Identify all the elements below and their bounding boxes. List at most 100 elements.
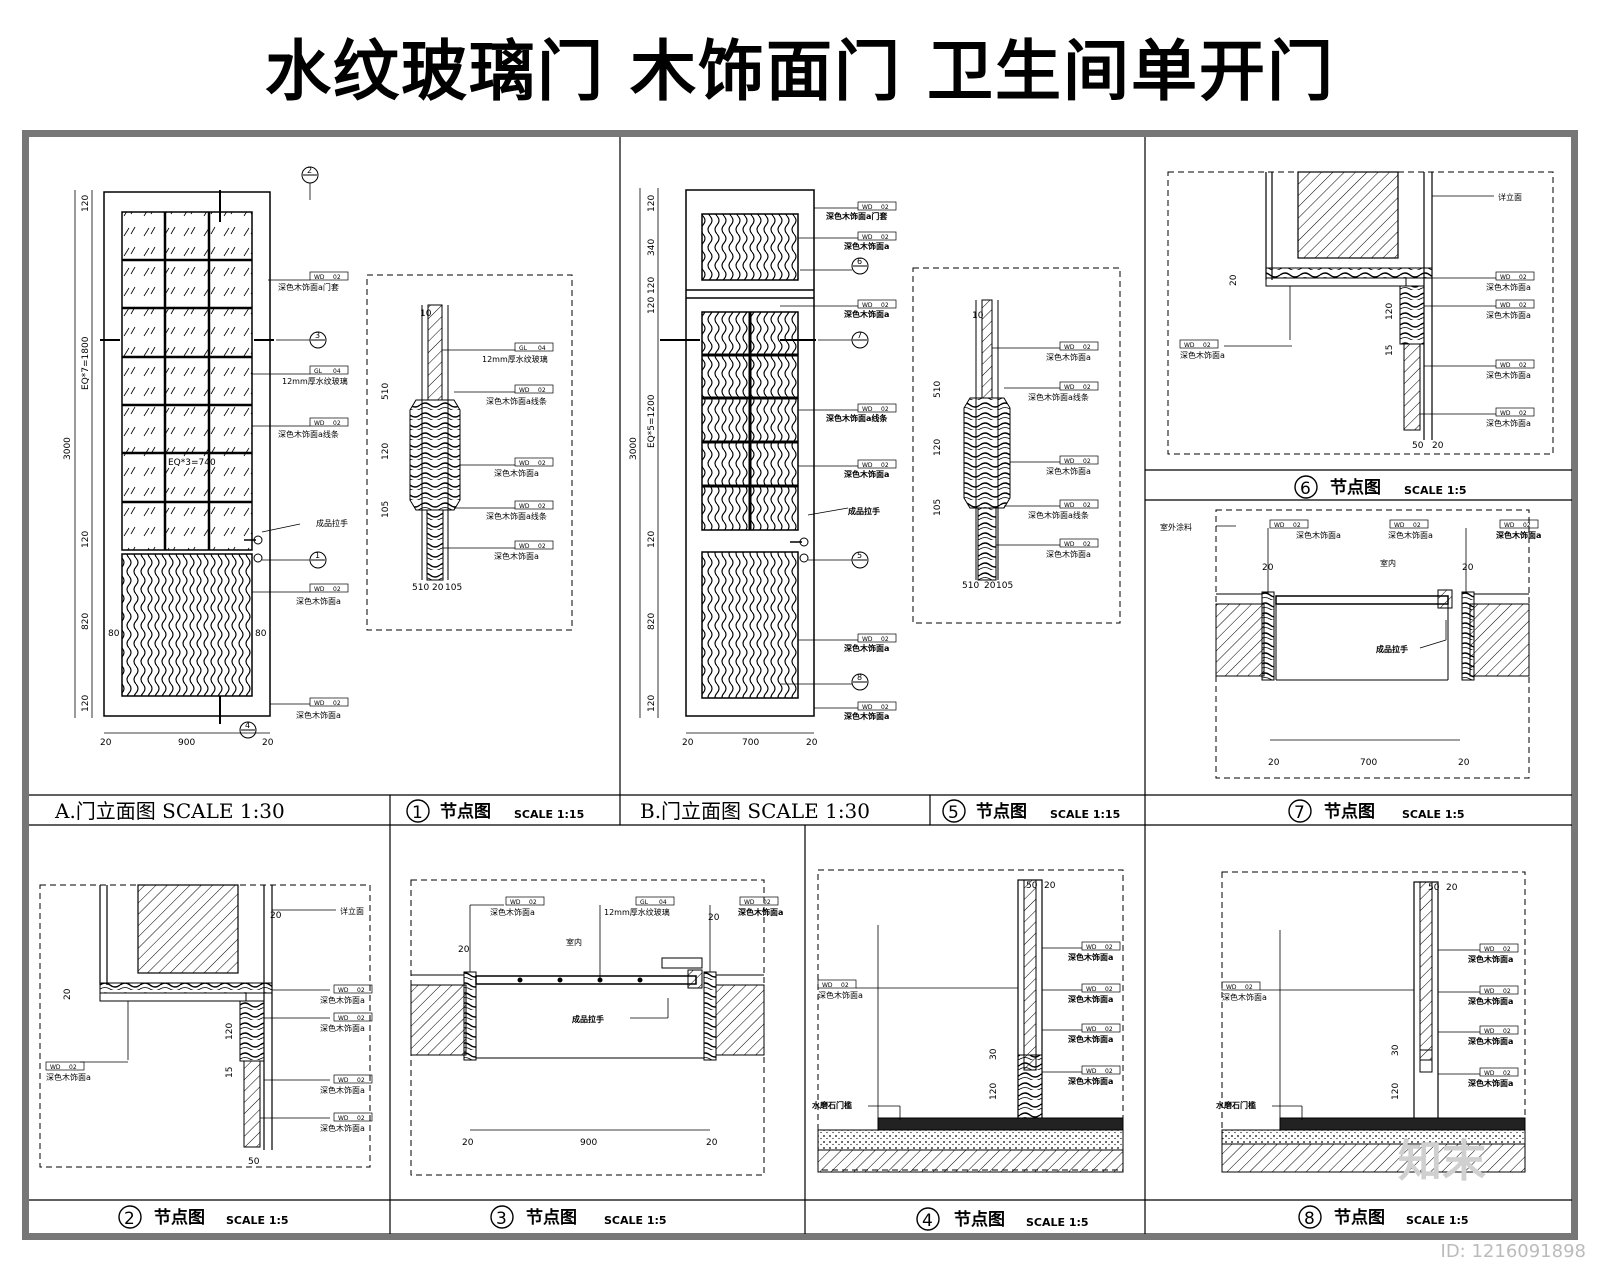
svg-text:105: 105 <box>933 499 943 516</box>
svg-text:02: 02 <box>529 899 537 906</box>
svg-text:深色木饰面a线条: 深色木饰面a线条 <box>486 396 547 406</box>
svg-text:20: 20 <box>1044 881 1056 891</box>
marker-7: 7 <box>818 331 869 349</box>
svg-text:深色木饰面a: 深色木饰面a <box>1296 530 1341 540</box>
svg-text:120: 120 <box>81 195 91 212</box>
brand-logo: 知末 <box>1398 1136 1486 1187</box>
svg-text:节点图: 节点图 <box>1330 477 1381 498</box>
svg-text:SCALE 1:5: SCALE 1:5 <box>1026 1216 1089 1229</box>
svg-text:02: 02 <box>1245 984 1253 991</box>
svg-text:WD: WD <box>1500 362 1511 369</box>
svg-text:WD: WD <box>1184 342 1195 349</box>
svg-text:深色木饰面a: 深色木饰面a <box>1486 370 1531 380</box>
svg-text:2: 2 <box>307 166 312 175</box>
svg-text:02: 02 <box>881 462 889 469</box>
svg-text:深色木饰面a: 深色木饰面a <box>1222 992 1267 1002</box>
svg-text:20: 20 <box>432 583 444 593</box>
svg-text:深色木饰面a: 深色木饰面a <box>844 469 889 479</box>
svg-text:820: 820 <box>647 613 657 630</box>
svg-text:WD: WD <box>862 462 873 469</box>
svg-text:20: 20 <box>1268 758 1280 768</box>
svg-text:02: 02 <box>333 420 341 427</box>
svg-text:12mm厚水纹玻璃: 12mm厚水纹玻璃 <box>282 376 348 386</box>
svg-text:深色木饰面a线条: 深色木饰面a线条 <box>1028 392 1089 402</box>
svg-text:WD: WD <box>519 503 530 510</box>
svg-text:7: 7 <box>1294 803 1305 823</box>
svg-text:30: 30 <box>989 1048 999 1060</box>
svg-text:WD: WD <box>50 1064 61 1071</box>
svg-text:6: 6 <box>857 257 862 266</box>
svg-text:20: 20 <box>1229 274 1239 286</box>
svg-text:SCALE 1:5: SCALE 1:5 <box>226 1214 289 1227</box>
svg-text:WD: WD <box>1064 502 1075 509</box>
svg-text:详立面: 详立面 <box>1498 192 1522 202</box>
svg-text:50: 50 <box>1026 881 1038 891</box>
svg-text:20: 20 <box>682 738 694 748</box>
svg-text:02: 02 <box>357 1077 365 1084</box>
svg-text:80: 80 <box>108 629 120 639</box>
svg-text:WD: WD <box>1394 522 1405 529</box>
svg-text:3: 3 <box>496 1209 507 1229</box>
svg-text:节点图: 节点图 <box>440 801 491 822</box>
svg-text:成品拉手: 成品拉手 <box>848 506 880 516</box>
svg-text:120: 120 <box>81 695 91 712</box>
svg-text:4: 4 <box>922 1211 933 1231</box>
svg-text:深色木饰面a: 深色木饰面a <box>844 241 889 251</box>
svg-text:深色木饰面a: 深色木饰面a <box>1388 530 1433 540</box>
svg-text:WD: WD <box>1484 1028 1495 1035</box>
svg-text:WD: WD <box>1086 1026 1097 1033</box>
svg-text:SCALE 1:5: SCALE 1:5 <box>1402 808 1465 821</box>
svg-text:02: 02 <box>1523 522 1531 529</box>
svg-text:深色木饰面a: 深色木饰面a <box>1068 994 1113 1004</box>
svg-text:GL: GL <box>314 368 323 375</box>
svg-text:室外涂料: 室外涂料 <box>1160 522 1192 532</box>
svg-text:10: 10 <box>420 309 432 319</box>
svg-text:1: 1 <box>315 551 320 560</box>
svg-text:深色木饰面a线条: 深色木饰面a线条 <box>278 429 339 439</box>
svg-text:深色木饰面a: 深色木饰面a <box>844 643 889 653</box>
caption-n1: 1 节点图 SCALE 1:15 <box>406 799 584 823</box>
svg-text:3: 3 <box>315 331 320 340</box>
svg-text:120: 120 <box>989 1083 999 1100</box>
svg-text:WD: WD <box>1086 944 1097 951</box>
svg-text:02: 02 <box>881 406 889 413</box>
svg-text:700: 700 <box>742 738 759 748</box>
svg-text:02: 02 <box>333 700 341 707</box>
svg-text:节点图: 节点图 <box>1324 801 1375 822</box>
svg-text:12mm厚水纹玻璃: 12mm厚水纹玻璃 <box>604 907 670 917</box>
svg-text:WD: WD <box>862 636 873 643</box>
svg-text:15: 15 <box>1385 345 1395 356</box>
door-b-elevation: 3000 120 340 120 120 EQ*5=1200 120 820 1… <box>629 188 818 748</box>
svg-text:30: 30 <box>1391 1044 1401 1056</box>
svg-text:室内: 室内 <box>566 937 582 947</box>
svg-text:120: 120 <box>647 695 657 712</box>
svg-text:02: 02 <box>763 899 771 906</box>
svg-text:深色木饰面a: 深色木饰面a <box>1068 1076 1113 1086</box>
svg-text:50: 50 <box>248 1157 260 1167</box>
svg-text:室内: 室内 <box>1380 558 1396 568</box>
svg-text:20: 20 <box>63 988 73 1000</box>
svg-text:120: 120 <box>1391 1083 1401 1100</box>
svg-text:5: 5 <box>948 803 959 823</box>
svg-text:WD: WD <box>822 982 833 989</box>
svg-text:02: 02 <box>333 274 341 281</box>
svg-text:04: 04 <box>538 345 546 352</box>
svg-text:2: 2 <box>124 1209 135 1229</box>
svg-text:105: 105 <box>445 583 462 593</box>
svg-text:20: 20 <box>458 945 470 955</box>
svg-text:深色木饰面a: 深色木饰面a <box>494 551 539 561</box>
svg-text:WD: WD <box>519 543 530 550</box>
svg-text:WD: WD <box>1064 384 1075 391</box>
svg-text:120: 120 <box>647 531 657 548</box>
svg-text:02: 02 <box>881 234 889 241</box>
svg-text:SCALE 1:15: SCALE 1:15 <box>514 808 584 821</box>
svg-text:深色木饰面a: 深色木饰面a <box>1068 952 1113 962</box>
